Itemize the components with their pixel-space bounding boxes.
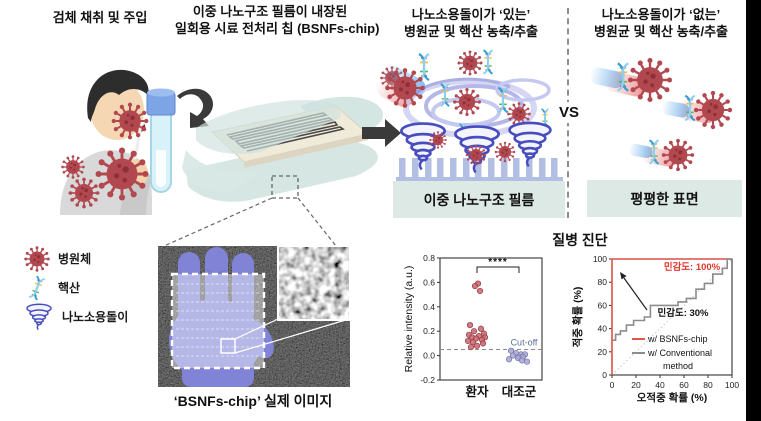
roc-series xyxy=(611,258,732,375)
motion-streak xyxy=(589,67,716,167)
data-point xyxy=(477,325,485,332)
data-point xyxy=(505,356,513,363)
diagnosis-title: 질병 진단 xyxy=(552,232,608,248)
roc-series xyxy=(612,258,732,341)
chip-overlay xyxy=(170,272,350,370)
panel-title-chip: 이중 나노구조 필름이 내장된 일회용 시료 전처리 칩 (BSNFs-chip… xyxy=(175,4,379,38)
panel-title-vortex: 나노소용돌이가 ‘있는’ 병원균 및 핵산 농축/추출 xyxy=(392,7,550,41)
zoom-dashed-square xyxy=(271,175,299,199)
data-point xyxy=(473,342,481,349)
svg-text:w/ BSNFs-chip: w/ BSNFs-chip xyxy=(647,334,708,344)
sample-tube xyxy=(146,88,176,193)
svg-text:20: 20 xyxy=(631,380,641,390)
svg-text:0.4: 0.4 xyxy=(423,302,435,312)
symbol-legend: 병원체 핵산 나노소용돌이 xyxy=(24,245,129,330)
chip-illustration xyxy=(163,96,384,247)
svg-text:0.6: 0.6 xyxy=(423,277,435,287)
svg-text:오적중 확률 (%): 오적중 확률 (%) xyxy=(637,391,707,404)
svg-text:40: 40 xyxy=(598,324,608,334)
svg-text:0.8: 0.8 xyxy=(423,253,435,263)
legend-label: 핵산 xyxy=(58,281,81,295)
flat-title-line2: 병원균 및 핵산 농축/추출 xyxy=(593,23,729,39)
vortex-title-line1: 나노소용돌이가 ‘있는’ xyxy=(411,7,531,22)
svg-text:적중 확률 (%): 적중 확률 (%) xyxy=(571,287,584,348)
svg-text:환자: 환자 xyxy=(465,384,489,399)
scatter-chart: -0.2 0.0 0.2 0.4 0.6 0.8 환자 대조군 Cut-off **** Relat… xyxy=(403,253,543,399)
photo-caption: ‘BSNFs-chip’ 실제 이미지 xyxy=(173,393,333,409)
data-point xyxy=(464,337,472,345)
chip-title-line1: 이중 나노구조 필름이 내장된 xyxy=(192,4,348,19)
svg-text:대조군: 대조군 xyxy=(502,385,537,399)
svg-text:80: 80 xyxy=(598,277,608,287)
svg-text:100: 100 xyxy=(593,254,607,264)
chip-title-line2: 일회용 시료 전처리 칩 (BSNFs-chip) xyxy=(175,20,380,36)
data-point xyxy=(467,343,475,351)
vortex-film-label: 이중 나노구조 필름 xyxy=(393,181,565,218)
data-point xyxy=(466,322,474,329)
legend-label: 병원체 xyxy=(58,252,92,266)
data-point xyxy=(523,358,531,365)
svg-text:Relative intensity (a.u.): Relative intensity (a.u.) xyxy=(403,266,415,373)
legend-label: 나노소용돌이 xyxy=(62,310,129,324)
svg-text:0: 0 xyxy=(610,380,615,390)
svg-text:0: 0 xyxy=(602,370,607,380)
right-edge-bar xyxy=(746,0,761,421)
legend-item-nucleic-acid: 핵산 xyxy=(24,275,128,300)
svg-text:20: 20 xyxy=(598,347,608,357)
svg-text:60: 60 xyxy=(598,300,608,310)
curved-arrow-icon xyxy=(177,88,213,128)
data-point xyxy=(518,357,526,364)
vortex-panel-illustration xyxy=(376,49,563,187)
roc-chart: 0 20 40 60 80 100 0 20 40 60 80 100 민감도: 100% 민감도: 30… xyxy=(571,254,739,404)
sem-zoom-square xyxy=(220,338,236,354)
sem-inset xyxy=(277,246,350,321)
flat-title-line1: 나노소용돌이가 ‘없는’ xyxy=(601,7,721,22)
svg-text:0.2: 0.2 xyxy=(423,326,435,336)
svg-text:****: **** xyxy=(488,257,508,268)
svg-text:Cut-off: Cut-off xyxy=(511,338,538,348)
panel-title-sample: 검체 채취 및 주입 xyxy=(52,10,148,25)
svg-text:method: method xyxy=(663,361,693,371)
flat-panel-illustration xyxy=(589,56,734,173)
svg-text:w/ Conventional: w/ Conventional xyxy=(647,348,712,358)
virus-icon xyxy=(24,245,50,272)
svg-text:민감도: 100%: 민감도: 100% xyxy=(664,261,721,273)
right-arrow-icon xyxy=(362,119,401,147)
legend-item-nanovortex: 나노소용돌이 xyxy=(24,302,129,330)
data-point xyxy=(470,328,478,335)
vortex-icon xyxy=(26,302,52,330)
data-point xyxy=(509,352,517,359)
chip-photo xyxy=(158,246,350,387)
data-point xyxy=(479,340,487,347)
zoom-connector-lines xyxy=(163,197,337,247)
svg-text:민감도: 30%: 민감도: 30% xyxy=(657,307,709,319)
svg-text:100: 100 xyxy=(725,380,739,390)
svg-text:60: 60 xyxy=(679,380,689,390)
data-point xyxy=(471,282,479,290)
flat-surface-label: 평평한 표면 xyxy=(587,180,742,217)
vortex-title-line2: 병원균 및 핵산 농축/추출 xyxy=(403,23,539,39)
data-point xyxy=(476,287,484,295)
panel-title-flat: 나노소용돌이가 ‘없는’ 병원균 및 핵산 농축/추출 xyxy=(582,7,740,41)
svg-text:0.0: 0.0 xyxy=(423,351,435,361)
legend-item-pathogen: 병원체 xyxy=(24,245,128,272)
svg-text:40: 40 xyxy=(655,380,665,390)
dna-icon xyxy=(28,275,46,300)
vs-label: VS xyxy=(556,102,583,123)
svg-text:80: 80 xyxy=(703,380,713,390)
svg-text:-0.2: -0.2 xyxy=(420,375,435,385)
